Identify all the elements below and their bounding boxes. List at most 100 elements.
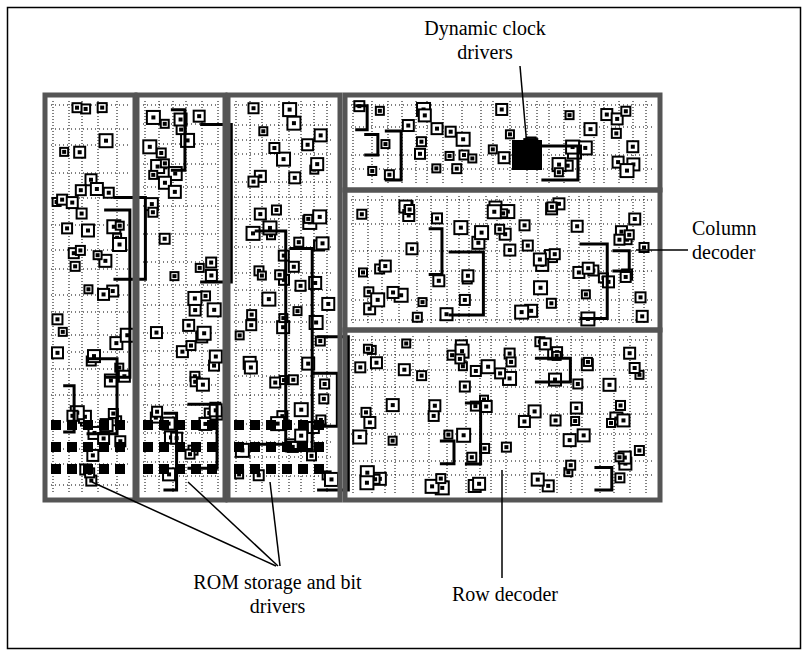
via (212, 364, 216, 368)
contact (615, 473, 624, 482)
via (455, 167, 459, 171)
contact (432, 213, 442, 223)
poly-track (351, 340, 654, 341)
contact (621, 272, 631, 282)
via (61, 330, 65, 334)
via (306, 143, 310, 147)
via (470, 455, 474, 459)
contact (272, 205, 281, 214)
via (276, 422, 280, 426)
region-outline (137, 95, 225, 500)
contact (403, 120, 414, 131)
contact (547, 299, 556, 308)
wire (364, 134, 378, 155)
contact (295, 403, 308, 416)
via (543, 342, 547, 346)
via (260, 274, 264, 278)
layout-cell (51, 101, 145, 494)
via (151, 173, 155, 177)
leader-line (188, 482, 278, 566)
contact (413, 313, 422, 322)
contact (104, 188, 114, 198)
contact (496, 104, 507, 115)
metal-track (589, 196, 590, 324)
contact (406, 243, 417, 254)
metal-track (569, 196, 570, 324)
contact (415, 149, 425, 159)
bit-driver (266, 442, 276, 452)
contact (630, 363, 640, 373)
contact (388, 287, 399, 298)
via (582, 433, 586, 437)
bit-driver (207, 464, 217, 474)
via (508, 376, 512, 380)
contact (555, 168, 563, 176)
contact (307, 451, 316, 460)
contact (295, 430, 307, 442)
bit-driver (99, 464, 109, 474)
via (637, 448, 641, 452)
via (84, 107, 88, 111)
via (529, 309, 533, 313)
bit-driver (234, 464, 244, 474)
via (274, 208, 278, 212)
bit-driver (314, 420, 324, 430)
contact (98, 289, 109, 300)
contact (206, 258, 216, 268)
contact (258, 272, 266, 280)
contact (197, 379, 209, 391)
via (309, 454, 313, 458)
wire (104, 210, 130, 377)
contact (73, 103, 82, 112)
via (619, 230, 623, 234)
bit-driver (159, 420, 169, 430)
contact (59, 328, 67, 336)
contact (489, 145, 497, 153)
via (450, 353, 454, 357)
contact (446, 152, 454, 160)
via (179, 118, 183, 122)
via (408, 208, 412, 212)
contact (302, 139, 313, 150)
contact (507, 357, 516, 366)
contact (361, 408, 370, 417)
contact (313, 210, 326, 223)
via (458, 357, 462, 361)
contact (637, 311, 648, 322)
via (358, 365, 362, 369)
via (268, 226, 272, 230)
contact (283, 103, 296, 116)
contact (248, 177, 258, 187)
bit-driver (282, 464, 292, 474)
via (364, 410, 368, 414)
contact (432, 123, 443, 134)
contact (488, 205, 501, 218)
via (361, 270, 365, 274)
via (299, 434, 303, 438)
contact (564, 434, 576, 446)
contact (584, 358, 592, 366)
contact (380, 261, 391, 272)
via (586, 360, 590, 364)
contact (578, 429, 590, 441)
contact (143, 140, 156, 153)
via (589, 127, 593, 131)
via (631, 145, 635, 149)
metal-track (510, 101, 511, 184)
bit-driver (314, 464, 324, 474)
via (402, 368, 406, 372)
metal-track (601, 196, 602, 324)
via (214, 355, 218, 359)
contact (371, 293, 384, 306)
via (498, 227, 502, 231)
contact (364, 345, 372, 353)
via (477, 482, 481, 486)
via (187, 323, 191, 327)
contact (353, 430, 366, 443)
layout-pattern (51, 101, 654, 494)
via (446, 433, 450, 437)
via (75, 106, 79, 110)
via (433, 404, 437, 408)
bit-driver (282, 442, 292, 452)
